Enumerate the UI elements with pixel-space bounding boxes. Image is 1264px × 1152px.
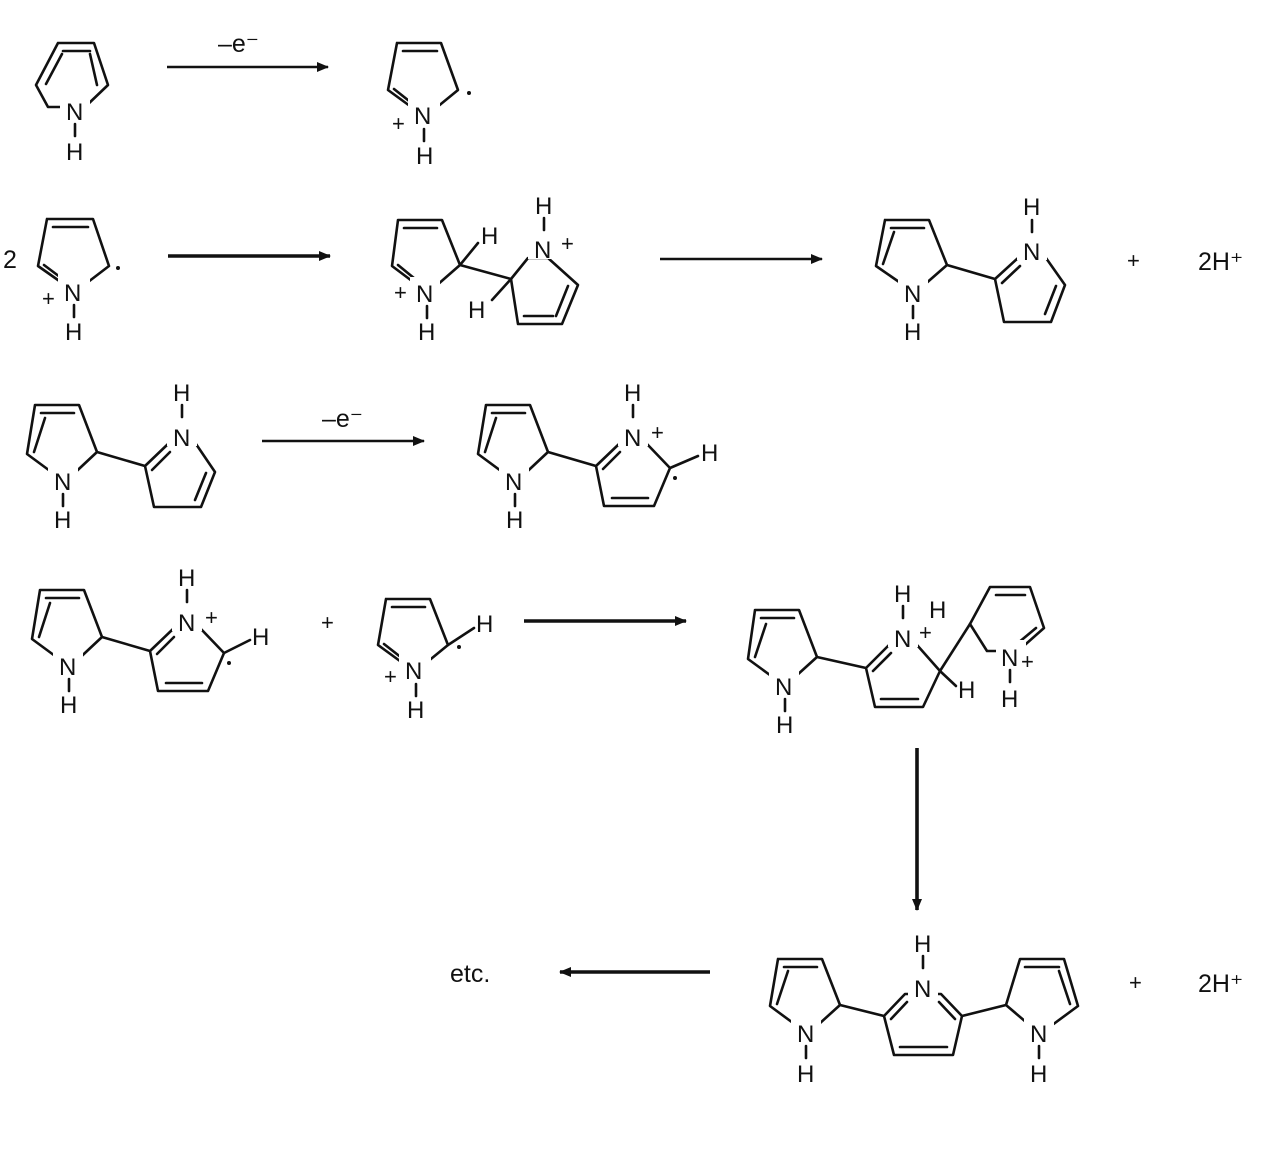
nitrogen-label: N [904, 281, 921, 308]
nitrogen-label: N [797, 1021, 814, 1048]
nitrogen-label: N [1030, 1021, 1047, 1048]
hydrogen-label: H [54, 507, 71, 534]
hydrogen-label: H [1030, 1061, 1047, 1088]
reagent-label-2: –e⁻ [322, 405, 363, 433]
nitrogen-label: N [173, 425, 190, 452]
nitrogen-label: N [59, 654, 76, 681]
nitrogen-label: N [775, 674, 792, 701]
hydrogen-label: H [929, 597, 946, 624]
pyrrole-radical-cation: N + H [36, 217, 120, 346]
plus-charge: + [1021, 649, 1034, 674]
hydrogen-label: H [894, 581, 911, 608]
protons-released: 2H⁺ [1198, 970, 1243, 998]
plus-charge: + [384, 664, 397, 689]
trimer-dication: N H N + H H H N + H [746, 581, 1046, 739]
bipyrrole-radical-cation: N H N + H H [476, 380, 718, 534]
terpyrrole-molecule: N H N H N H [768, 931, 1080, 1088]
nitrogen-label: N [624, 425, 641, 452]
protons-released: 2H⁺ [1198, 248, 1243, 276]
nitrogen-label: N [914, 976, 931, 1003]
reagent-label-1: –e⁻ [218, 30, 259, 58]
pyrrole-radical-cation: N + H H [376, 597, 493, 724]
hydrogen-label: H [416, 143, 433, 170]
nitrogen-label: N [1001, 645, 1018, 672]
hydrogen-label: H [1023, 194, 1040, 221]
hydrogen-label: H [468, 297, 485, 324]
bipyrrole-radical-cation: N H N + H H [30, 565, 269, 719]
hydrogen-label: H [701, 440, 718, 467]
dimer-dication: N + H H N + H H [390, 193, 580, 346]
radical-dot [227, 661, 231, 665]
nitrogen-label: N [66, 99, 83, 126]
hydrogen-label: H [65, 319, 82, 346]
hydrogen-label: H [60, 692, 77, 719]
hydrogen-label: H [1001, 686, 1018, 713]
plus-charge: + [919, 620, 932, 645]
hydrogen-label: H [476, 611, 493, 638]
plus-charge: + [42, 286, 55, 311]
bipyrrole-molecule: N H N H [25, 380, 217, 534]
plus-sign: + [1127, 248, 1140, 273]
plus-charge: + [561, 231, 574, 256]
radical-dot [457, 645, 461, 649]
plus-charge: + [394, 280, 407, 305]
hydrogen-label: H [797, 1061, 814, 1088]
hydrogen-label: H [66, 139, 83, 166]
plus-sign: + [321, 610, 334, 635]
hydrogen-label: H [173, 380, 190, 407]
nitrogen-label: N [416, 281, 433, 308]
hydrogen-label: H [535, 193, 552, 220]
continuation-label: etc. [450, 960, 490, 988]
hydrogen-label: H [904, 319, 921, 346]
plus-sign: + [1129, 970, 1142, 995]
hydrogen-label: H [481, 223, 498, 250]
plus-charge: + [392, 111, 405, 136]
nitrogen-label: N [64, 280, 81, 307]
nitrogen-label: N [1023, 239, 1040, 266]
nitrogen-label: N [894, 626, 911, 653]
nitrogen-label: N [414, 103, 431, 130]
radical-dot [116, 266, 120, 270]
radical-dot [467, 91, 471, 95]
hydrogen-label: H [506, 507, 523, 534]
nitrogen-label: N [405, 658, 422, 685]
hydrogen-label: H [418, 319, 435, 346]
pyrrole-radical-cation: N + H [386, 41, 471, 170]
nitrogen-label: N [178, 610, 195, 637]
plus-charge: + [651, 420, 664, 445]
coefficient-two: 2 [3, 246, 17, 274]
plus-charge: + [205, 605, 218, 630]
radical-dot [673, 476, 677, 480]
hydrogen-label: H [914, 931, 931, 958]
nitrogen-label: N [534, 237, 551, 264]
nitrogen-label: N [505, 469, 522, 496]
hydrogen-label: H [958, 677, 975, 704]
hydrogen-label: H [776, 712, 793, 739]
bipyrrole-molecule: N H N H [874, 194, 1067, 346]
hydrogen-label: H [407, 697, 424, 724]
hydrogen-label: H [252, 624, 269, 651]
hydrogen-label: H [178, 565, 195, 592]
hydrogen-label: H [624, 380, 641, 407]
nitrogen-label: N [54, 469, 71, 496]
pyrrole-molecule: N H [34, 41, 110, 166]
